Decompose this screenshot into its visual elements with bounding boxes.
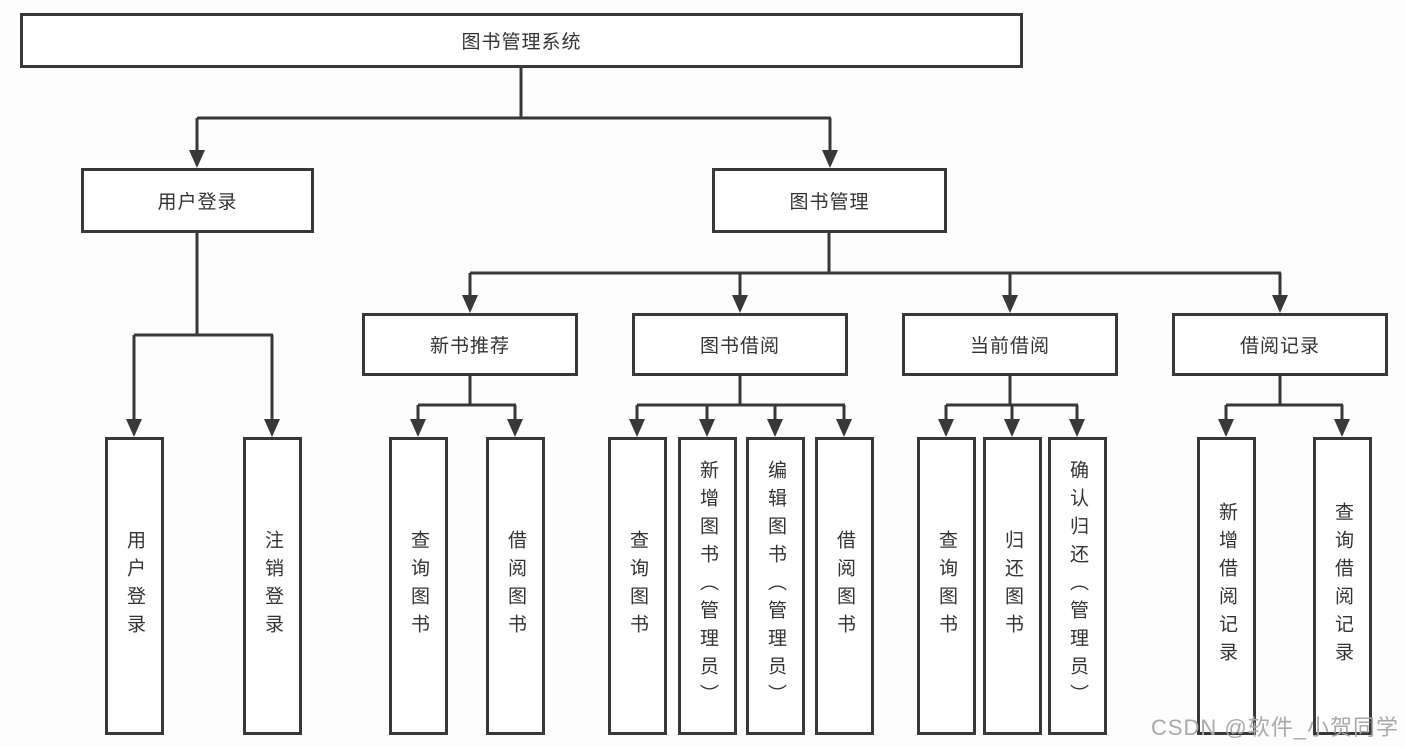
leaf-add-book-admin: 新增图书（管理员） (678, 437, 737, 735)
node-book-management: 图书管理 (712, 168, 947, 233)
leaf-query-borrow-record: 查询借阅记录 (1313, 437, 1372, 735)
leaf-query-book-2: 查询图书 (608, 437, 667, 735)
node-root-label: 图书管理系统 (461, 32, 582, 53)
leaf-borrow-book-2: 借阅图书 (815, 437, 874, 735)
node-book-management-label: 图书管理 (789, 192, 870, 213)
leaf-confirm-return-admin: 确认归还（管理员） (1048, 437, 1107, 735)
node-current-borrow: 当前借阅 (902, 313, 1118, 376)
node-borrow-records: 借阅记录 (1172, 313, 1388, 376)
node-book-borrow-label: 图书借阅 (699, 336, 780, 357)
leaf-user-login: 用户登录 (105, 437, 164, 735)
leaf-logout: 注销登录 (243, 437, 302, 735)
leaf-query-book-1: 查询图书 (389, 437, 448, 735)
leaf-edit-book-admin: 编辑图书（管理员） (746, 437, 805, 735)
leaf-query-book-3: 查询图书 (917, 437, 976, 735)
node-user-login-label: 用户登录 (157, 192, 238, 213)
leaf-return-book: 归还图书 (983, 437, 1042, 735)
node-borrow-records-label: 借阅记录 (1239, 336, 1320, 357)
node-root-system: 图书管理系统 (20, 13, 1023, 68)
node-new-book-recommend: 新书推荐 (362, 313, 578, 376)
leaf-add-borrow-record: 新增借阅记录 (1197, 437, 1256, 735)
csdn-watermark: CSDN @软件_小贺同学 (1150, 715, 1399, 740)
node-new-book-recommend-label: 新书推荐 (429, 336, 510, 357)
node-current-borrow-label: 当前借阅 (969, 336, 1050, 357)
leaf-borrow-book-1: 借阅图书 (486, 437, 545, 735)
node-book-borrow: 图书借阅 (632, 313, 848, 376)
node-user-login: 用户登录 (81, 168, 314, 233)
